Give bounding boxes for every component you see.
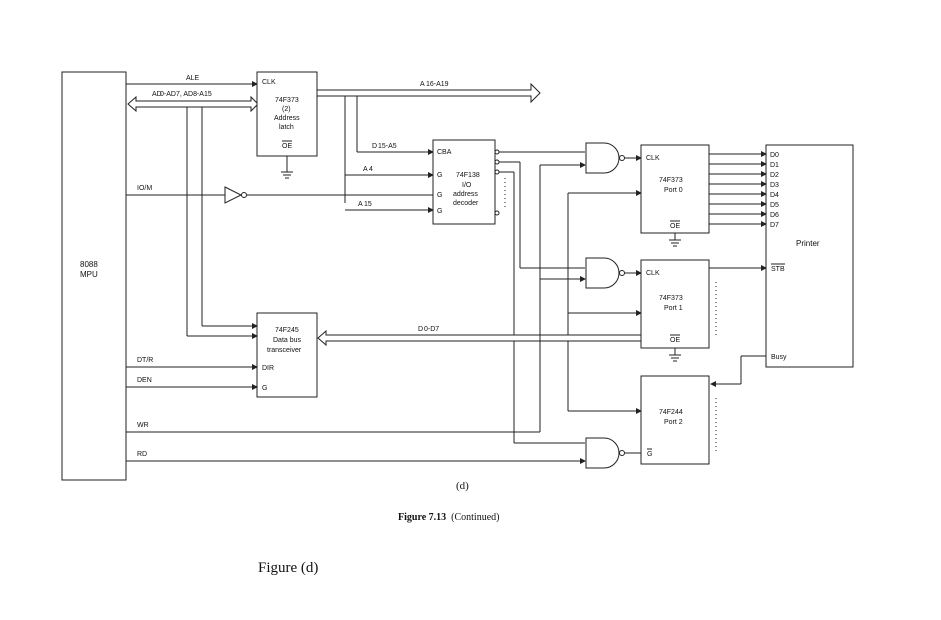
cba-bus-label-rest: 15-A5 (378, 143, 397, 150)
io-m-label: IO/M (137, 185, 152, 192)
decoder-name1: I/O (462, 182, 472, 189)
data-bus-transceiver (256, 312, 318, 398)
a4-label-rest: 4 (369, 166, 373, 173)
ad-bus-label-rest: 0-AD7, AD8-A15 (160, 91, 212, 98)
printer-pin-label: D5 (770, 202, 779, 209)
printer-pin-label: D0 (770, 152, 779, 159)
figure-number: Figure 7.13 (398, 512, 447, 523)
figure-continued: (Continued) (451, 512, 500, 523)
transceiver-name1: Data bus (273, 337, 302, 344)
printer-pin-label: D3 (770, 182, 779, 189)
printer-pin-label: D2 (770, 172, 779, 179)
inverter-bubble (241, 192, 247, 198)
port0-part: 74F373 (659, 177, 683, 184)
transceiver-dir: DIR (262, 365, 274, 372)
decoder-part: 74F138 (456, 172, 480, 179)
port2-g: G (647, 451, 652, 458)
port2-part: 74F244 (659, 409, 683, 416)
dt-r-label: DT/R (137, 357, 153, 364)
port0-oe: OE (670, 223, 680, 230)
decoder-g2a: G (437, 192, 442, 199)
port0-name: Port 0 (664, 187, 683, 194)
rd-label: RD (137, 451, 147, 458)
and-gate-port0 (585, 142, 620, 174)
port1-part: 74F373 (659, 295, 683, 302)
ad-bus-label: AD (152, 91, 162, 98)
transceiver-g: G (262, 385, 267, 392)
io-address-decoder (432, 139, 496, 225)
port2-block (640, 375, 710, 465)
and-gate-port2 (585, 437, 620, 469)
decoder-g1: G (437, 208, 442, 215)
cba-bus-label: D (372, 143, 377, 150)
transceiver-part: 74F245 (275, 327, 299, 334)
printer-block (765, 144, 854, 368)
printer-label: Printer (796, 239, 820, 248)
printer-pin-label: D6 (770, 212, 779, 219)
ad-bus (127, 95, 259, 113)
subfigure-label: (d) (456, 480, 469, 492)
address-latch (256, 71, 318, 157)
a-lower-label: A (358, 201, 363, 208)
mpu-label-line2: MPU (80, 270, 98, 279)
latch-oe: OE (282, 143, 292, 150)
upper-address-label: A (420, 81, 425, 88)
port0-clk: CLK (646, 155, 660, 162)
decoder-p2-bubble (494, 169, 500, 175)
a-lower-label-rest: 15 (364, 201, 372, 208)
latch-name1: Address (274, 115, 300, 122)
printer-pin-label: D7 (770, 222, 779, 229)
wr-label: WR (137, 422, 149, 429)
gate1-bubble (619, 270, 625, 276)
and-gate-port1 (585, 257, 620, 289)
upper-address-label-rest: 16-A19 (426, 81, 449, 88)
mpu-block (61, 71, 127, 481)
mpu-label-line1: 8088 (80, 260, 98, 269)
latch-count: (2) (282, 106, 291, 113)
figure-label: Figure (d) (258, 560, 319, 576)
decoder-p0-bubble (494, 149, 500, 155)
printer-stb: STB (771, 266, 785, 273)
printer-pin-label: D4 (770, 192, 779, 199)
decoder-p7-bubble (494, 210, 500, 216)
den-label: DEN (137, 377, 152, 384)
upper-address-bus (316, 82, 541, 104)
a4-label: A (363, 166, 368, 173)
data-bus-label-rest: 0-D7 (424, 326, 439, 333)
figure-caption: Figure 7.13 (Continued) (398, 512, 499, 523)
decoder-p1-bubble (494, 159, 500, 165)
printer-pin-label: D1 (770, 162, 779, 169)
decoder-g2b: G (437, 172, 442, 179)
data-bus-label: D (418, 326, 423, 333)
latch-clk: CLK (262, 79, 276, 86)
ale-label: ALE (186, 75, 200, 82)
port1-oe: OE (670, 337, 680, 344)
inverter (224, 186, 243, 204)
latch-name2: latch (279, 124, 294, 131)
printer-busy: Busy (771, 354, 787, 361)
port2-name: Port 2 (664, 419, 683, 426)
port1-name: Port 1 (664, 305, 683, 312)
decoder-name3: decoder (453, 200, 479, 207)
port1-block (640, 259, 710, 349)
gate2-bubble (619, 450, 625, 456)
latch-part: 74F373 (275, 97, 299, 104)
gate0-bubble (619, 155, 625, 161)
port1-clk: CLK (646, 270, 660, 277)
decoder-cba: CBA (437, 149, 452, 156)
decoder-name2: address (453, 191, 478, 198)
transceiver-name2: transceiver (267, 347, 302, 354)
